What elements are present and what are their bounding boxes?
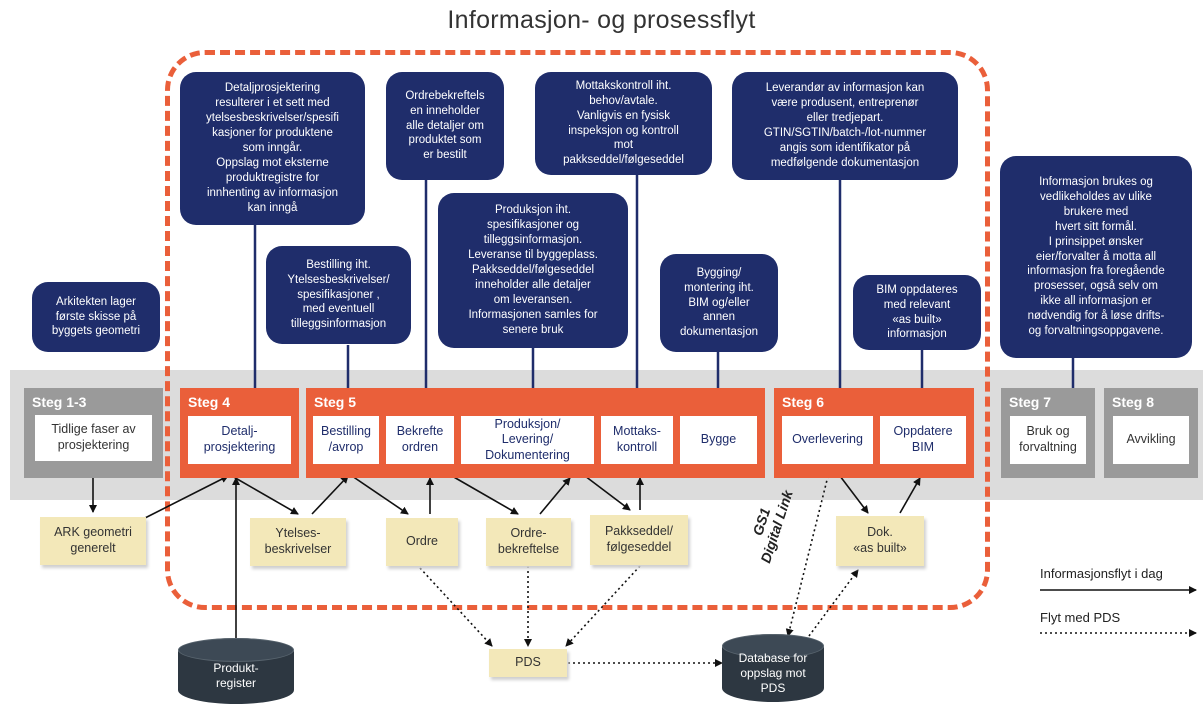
stage-7: Steg 7 Bruk og forvaltning bbox=[1001, 388, 1095, 478]
step-bruk-forvaltning: Bruk og forvaltning bbox=[1010, 416, 1086, 464]
doc-ordre: Ordre bbox=[386, 518, 458, 566]
doc-pakkseddel: Pakkseddel/ følgeseddel bbox=[590, 515, 688, 565]
callout-arkitekt: Arkitekten lager første skisse på bygget… bbox=[32, 282, 160, 352]
callout-detaljprosjektering: Detaljprosjektering resulterer i et sett… bbox=[180, 72, 365, 225]
stage-6-label: Steg 6 bbox=[782, 394, 825, 410]
cylinder-top bbox=[178, 638, 294, 662]
database-pds-lookup: Database for oppslag mot PDS bbox=[722, 634, 824, 702]
step-mottakskontroll: Mottaks- kontroll bbox=[601, 416, 673, 464]
stage-5-label: Steg 5 bbox=[314, 394, 357, 410]
legend-dotted-label: Flyt med PDS bbox=[1040, 610, 1121, 625]
stage-4: Steg 4 Detalj- prosjektering bbox=[180, 388, 299, 478]
stage-6: Steg 6 Overlevering Oppdatere BIM bbox=[774, 388, 974, 478]
callout-bestilling: Bestilling iht. Ytelsesbeskrivelser/ spe… bbox=[266, 246, 411, 344]
step-oppdatere-bim: Oppdatere BIM bbox=[880, 416, 966, 464]
step-produksjon: Produksjon/ Levering/ Dokumentering bbox=[461, 416, 594, 464]
callout-leverandor: Leverandør av informasjon kan være produ… bbox=[732, 72, 958, 180]
callout-bygging: Bygging/ montering iht. BIM og/eller ann… bbox=[660, 254, 778, 352]
legend-solid-label: Informasjonsflyt i dag bbox=[1040, 566, 1163, 581]
doc-ordrebekreftelse: Ordre- bekreftelse bbox=[486, 518, 571, 566]
step-overlevering: Overlevering bbox=[782, 416, 873, 464]
stage-8: Steg 8 Avvikling bbox=[1104, 388, 1198, 478]
callout-mottakskontroll: Mottakskontroll iht. behov/avtale. Vanli… bbox=[535, 72, 712, 175]
callout-produksjon: Produksjon iht. spesifikasjoner og tille… bbox=[438, 193, 628, 348]
stage-1-3: Steg 1-3 Tidlige faser av prosjektering bbox=[24, 388, 163, 478]
step-bekrefte-ordren: Bekrefte ordren bbox=[386, 416, 454, 464]
step-bygge: Bygge bbox=[680, 416, 757, 464]
doc-ytelsesbeskrivelser: Ytelses- beskrivelser bbox=[250, 518, 346, 566]
step-tidlige-faser: Tidlige faser av prosjektering bbox=[35, 415, 152, 461]
dashed-scope-frame bbox=[165, 50, 990, 610]
callout-bim: BIM oppdateres med relevant «as built» i… bbox=[853, 275, 981, 350]
doc-ark-geometri: ARK geometri generelt bbox=[40, 517, 146, 565]
step-detaljprosjektering: Detalj- prosjektering bbox=[188, 416, 291, 464]
stage-8-label: Steg 8 bbox=[1112, 394, 1155, 410]
stage-7-label: Steg 7 bbox=[1009, 394, 1052, 410]
database-produktregister: Produkt- register bbox=[178, 638, 294, 704]
stage-5: Steg 5 Bestilling /avrop Bekrefte ordren… bbox=[306, 388, 765, 478]
stage-4-label: Steg 4 bbox=[188, 394, 231, 410]
produktregister-label: Produkt- register bbox=[213, 661, 259, 690]
database-label: Database for oppslag mot PDS bbox=[738, 650, 808, 695]
step-bestilling: Bestilling /avrop bbox=[313, 416, 379, 464]
stage-1-3-label: Steg 1-3 bbox=[32, 394, 87, 410]
step-avvikling: Avvikling bbox=[1113, 416, 1189, 464]
callout-ordrebekreftelse: Ordrebekreftels en inneholder alle detal… bbox=[386, 72, 504, 180]
callout-bruk-forvaltning: Informasjon brukes og vedlikeholdes av u… bbox=[1000, 156, 1192, 358]
diagram-title: Informasjon- og prosessflyt bbox=[447, 6, 756, 34]
doc-as-built: Dok. «as built» bbox=[836, 516, 924, 566]
cylinder-top bbox=[722, 634, 824, 658]
doc-pds: PDS bbox=[489, 649, 567, 677]
